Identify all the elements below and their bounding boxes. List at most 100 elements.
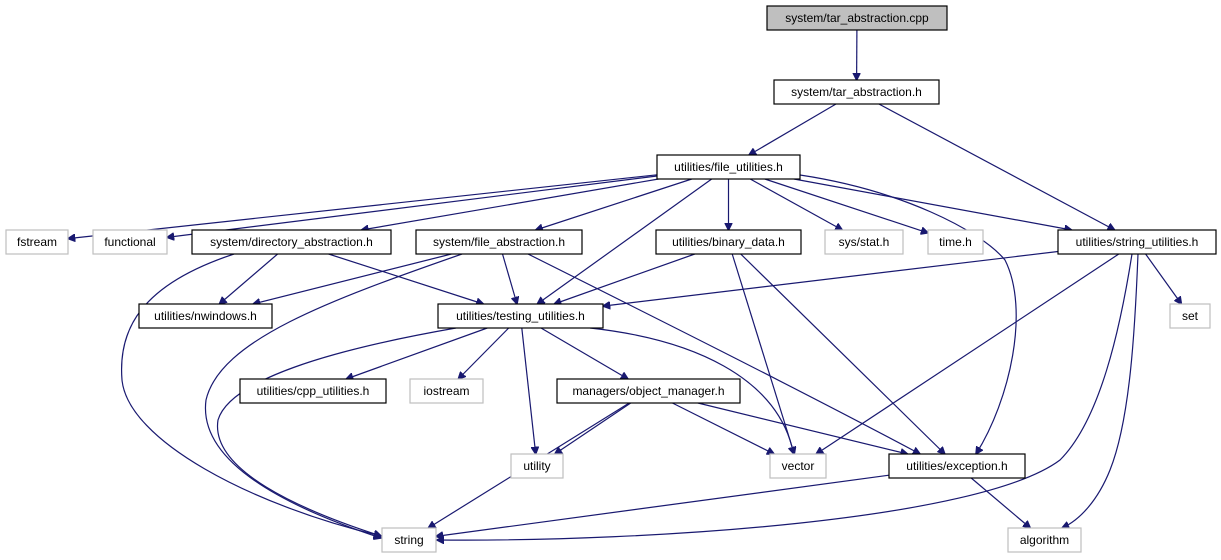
edge-file-util-to-dir-abs [361, 178, 659, 230]
node-functional: functional [92, 229, 168, 255]
node-label: utilities/testing_utilities.h [456, 309, 585, 323]
node-string-util[interactable]: utilities/string_utilities.h [1057, 229, 1217, 255]
node-label: utilities/file_utilities.h [674, 160, 783, 174]
node-box [1169, 303, 1211, 329]
edge-string-util-to-set [1145, 253, 1182, 304]
edge-obj-mgr-to-exception [697, 402, 908, 454]
node-label: system/file_abstraction.h [433, 235, 565, 249]
node-label: managers/object_manager.h [572, 384, 724, 398]
node-box [556, 378, 741, 404]
edges-layer [68, 29, 1182, 540]
edge-dir-abs-to-nwindows [219, 253, 278, 304]
node-label: utilities/string_utilities.h [1076, 235, 1199, 249]
edge-testing-to-string [217, 327, 457, 536]
node-label: time.h [939, 235, 972, 249]
node-label: algorithm [1020, 533, 1069, 547]
node-utility: utility [510, 453, 564, 479]
node-box [437, 303, 604, 329]
node-label: utilities/binary_data.h [672, 235, 785, 249]
edge-obj-mgr-to-vector [672, 402, 774, 454]
edge-testing-to-utility [521, 327, 536, 454]
edge-file-util-to-fstream [68, 174, 658, 239]
node-label: system/tar_abstraction.h [791, 85, 922, 99]
edge-string-util-to-testing [603, 250, 1059, 307]
node-box [381, 527, 437, 553]
edge-file-util-to-sysstat [749, 178, 842, 230]
node-box [766, 5, 948, 31]
node-nwindows[interactable]: utilities/nwindows.h [138, 303, 273, 329]
edge-binary-to-vector [731, 253, 794, 454]
node-tar-cpp[interactable]: system/tar_abstraction.cpp [766, 5, 948, 31]
edge-dir-abs-to-testing [328, 253, 484, 304]
edge-testing-to-vector [589, 327, 794, 454]
node-exception[interactable]: utilities/exception.h [888, 453, 1026, 479]
edge-file-util-to-functional [167, 175, 658, 237]
edge-string-util-to-string [437, 253, 1133, 540]
node-box [888, 453, 1026, 479]
node-label: fstream [17, 235, 57, 249]
node-box [773, 79, 940, 105]
node-label: functional [104, 235, 155, 249]
edge-testing-to-cpp-util [346, 327, 488, 379]
node-iostream: iostream [409, 378, 484, 404]
node-algorithm: algorithm [1007, 527, 1082, 553]
node-box [1057, 229, 1217, 255]
node-binary[interactable]: utilities/binary_data.h [655, 229, 802, 255]
edge-file-util-to-time [764, 178, 928, 233]
node-dir-abs[interactable]: system/directory_abstraction.h [191, 229, 392, 255]
edge-file-util-to-file-abs [536, 178, 692, 230]
node-time: time.h [927, 229, 984, 255]
node-cpp-util[interactable]: utilities/cpp_utilities.h [239, 378, 387, 404]
node-obj-mgr[interactable]: managers/object_manager.h [556, 378, 741, 404]
nodes-layer: system/tar_abstraction.cpp system/tar_abs… [5, 5, 1217, 553]
edge-binary-to-exception [740, 253, 945, 454]
edge-exception-to-algorithm [970, 477, 1030, 528]
edge-dir-abs-to-string [120, 253, 381, 536]
node-box [409, 378, 484, 404]
edge-binary-to-testing [554, 253, 696, 304]
node-box [138, 303, 273, 329]
edge-string-util-to-vector [816, 253, 1120, 454]
node-label: utility [523, 459, 550, 473]
edge-exception-to-string [436, 474, 890, 536]
node-label: utilities/nwindows.h [154, 309, 257, 323]
edge-tar-h-to-string-util [878, 103, 1115, 230]
node-box [824, 229, 904, 255]
node-file-abs[interactable]: system/file_abstraction.h [415, 229, 583, 255]
node-box [1007, 527, 1082, 553]
node-label: utilities/exception.h [906, 459, 1007, 473]
node-label: set [1182, 309, 1199, 323]
edge-tar-h-to-file-util [749, 103, 837, 155]
edge-file-util-to-string-util [793, 178, 1072, 230]
edge-file-abs-to-testing [501, 253, 518, 304]
node-box [656, 154, 801, 180]
node-box [927, 229, 984, 255]
node-sysstat: sys/stat.h [824, 229, 904, 255]
node-label: string [394, 533, 423, 547]
edge-file-abs-to-nwindows [253, 253, 452, 304]
node-box [769, 453, 827, 479]
node-box [510, 453, 564, 479]
node-file-util[interactable]: utilities/file_utilities.h [656, 154, 801, 180]
node-box [92, 229, 168, 255]
edge-file-util-to-exception [799, 174, 1017, 454]
node-label: iostream [423, 384, 469, 398]
node-label: system/directory_abstraction.h [210, 235, 373, 249]
node-vector: vector [769, 453, 827, 479]
node-testing[interactable]: utilities/testing_utilities.h [437, 303, 604, 329]
node-label: sys/stat.h [839, 235, 890, 249]
edge-testing-to-iostream [458, 327, 510, 379]
node-label: utilities/cpp_utilities.h [257, 384, 370, 398]
node-fstream: fstream [5, 229, 69, 255]
node-set: set [1169, 303, 1211, 329]
edge-testing-to-obj-mgr [540, 327, 628, 379]
node-box [191, 229, 392, 255]
node-tar-h[interactable]: system/tar_abstraction.h [773, 79, 940, 105]
edge-file-abs-to-string [204, 253, 463, 538]
edge-file-abs-to-exception [527, 253, 920, 454]
edge-string-util-to-algorithm [1062, 253, 1139, 528]
node-box [239, 378, 387, 404]
node-label: system/tar_abstraction.cpp [785, 11, 929, 25]
edge-file-util-to-testing [537, 178, 713, 304]
